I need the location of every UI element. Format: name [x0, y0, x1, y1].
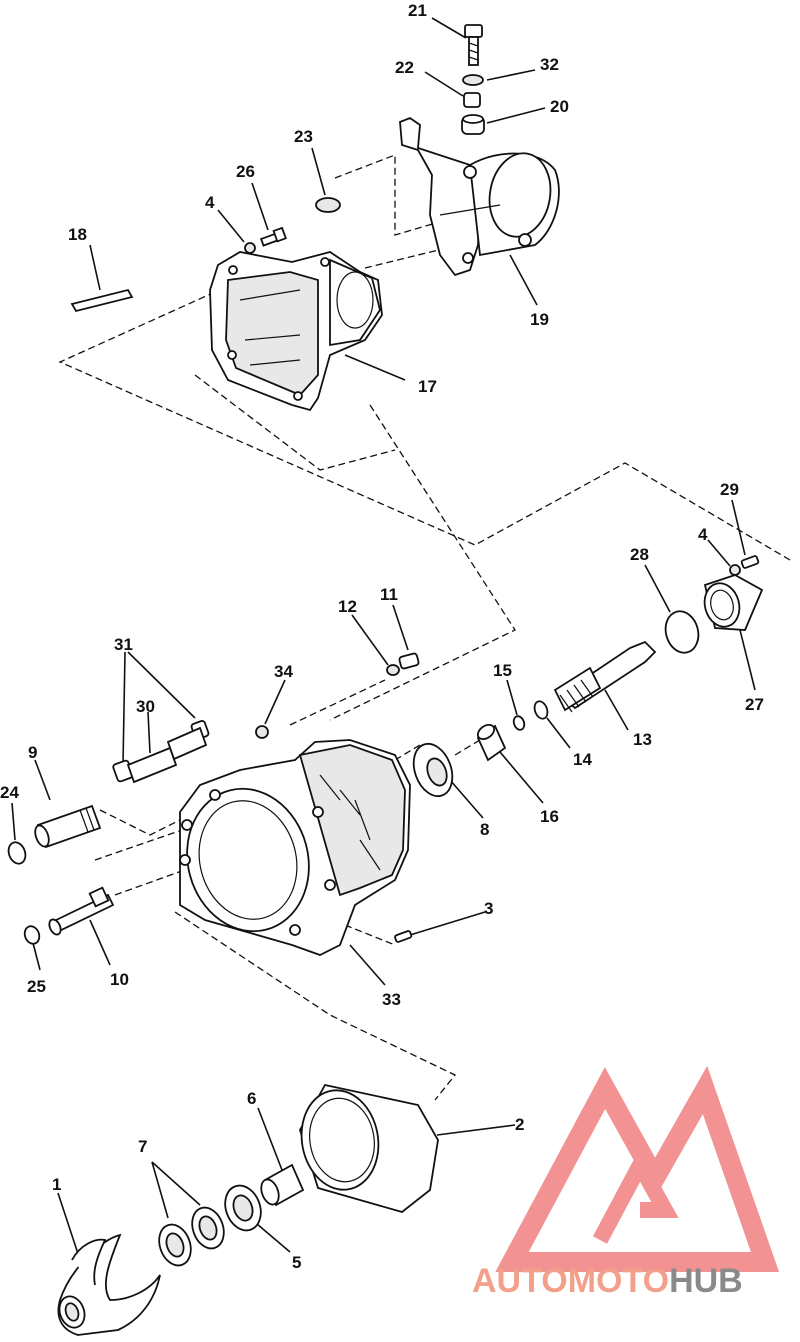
callout-6: 6 — [247, 1089, 256, 1108]
callout-12: 12 — [338, 597, 357, 616]
washer-23 — [315, 197, 341, 213]
watermark-hub: HUB — [669, 1262, 743, 1300]
screw-26 — [259, 226, 287, 247]
washer-12 — [386, 664, 400, 676]
callout-3: 3 — [484, 899, 493, 918]
impeller-shaft-13 — [553, 640, 657, 713]
callout-23: 23 — [294, 127, 313, 146]
reverse-shaft-10 — [48, 886, 115, 936]
callout-2: 2 — [515, 1115, 524, 1134]
steering-cable-9 — [34, 804, 102, 849]
callout-28: 28 — [630, 545, 649, 564]
callout-11: 11 — [380, 585, 398, 604]
plug-11 — [398, 652, 420, 670]
seals-7 — [158, 1206, 225, 1267]
o-ring-24 — [7, 841, 27, 865]
o-ring-25 — [23, 925, 41, 945]
callout-34: 34 — [274, 662, 293, 681]
callout-labels: 21 22 32 20 23 26 4 18 19 17 29 4 28 27 … — [0, 1, 764, 1272]
end-cap-27 — [703, 574, 764, 631]
ring-15 — [512, 715, 526, 731]
screw-29 — [740, 555, 760, 569]
callout-24: 24 — [0, 783, 19, 802]
callout-27: 27 — [745, 695, 764, 714]
callout-4-upper: 4 — [205, 193, 215, 212]
ring-14 — [533, 700, 549, 720]
bearing-5 — [224, 1184, 262, 1232]
callout-15: 15 — [493, 661, 512, 680]
callout-4-right: 4 — [698, 525, 708, 544]
callout-1: 1 — [52, 1175, 61, 1194]
callout-25: 25 — [27, 977, 46, 996]
watermark-text: AUTOMOTOHUB — [472, 1262, 743, 1300]
spacer-22 — [463, 92, 481, 108]
impeller-1 — [57, 1233, 161, 1336]
logo-inner-mark — [592, 1148, 679, 1244]
callout-14: 14 — [573, 750, 592, 769]
bushing-20 — [461, 114, 485, 135]
callout-32: 32 — [540, 55, 559, 74]
callout-16: 16 — [540, 807, 559, 826]
bearing-8 — [412, 742, 454, 798]
callout-26: 26 — [236, 162, 255, 181]
assembly-guide-lines — [58, 154, 791, 1101]
bushing-16 — [476, 723, 507, 762]
venturi-housing-17 — [209, 251, 383, 412]
callout-20: 20 — [550, 97, 569, 116]
bushing-6 — [260, 1163, 305, 1207]
callout-8: 8 — [480, 820, 489, 839]
callout-19: 19 — [530, 310, 549, 329]
callout-13: 13 — [633, 730, 652, 749]
automotohub-logo — [495, 1065, 780, 1272]
logo-triangle-mark — [495, 1065, 780, 1272]
washer-32 — [462, 74, 484, 86]
screw-3 — [394, 930, 413, 943]
washer-4b — [729, 564, 741, 576]
o-ring-28 — [664, 610, 700, 654]
callout-10: 10 — [110, 970, 129, 989]
steering-nozzle-19 — [399, 116, 560, 277]
pump-housing-33 — [179, 739, 411, 956]
callout-31: 31 — [114, 635, 133, 654]
callout-7: 7 — [138, 1137, 147, 1156]
wear-ring-2 — [299, 1083, 439, 1213]
callout-18: 18 — [68, 225, 87, 244]
leader-lines — [11, 17, 756, 1276]
callout-5: 5 — [292, 1253, 301, 1272]
pin-18 — [70, 288, 134, 313]
callout-30: 30 — [136, 697, 155, 716]
callout-33: 33 — [382, 990, 401, 1009]
callout-22: 22 — [395, 58, 414, 77]
callout-21: 21 — [408, 1, 427, 20]
bolt-21 — [464, 24, 483, 66]
grease-fitting-34 — [255, 725, 269, 739]
callout-9: 9 — [28, 743, 37, 762]
hose-30 — [126, 726, 208, 784]
callout-17: 17 — [418, 377, 437, 396]
callout-29: 29 — [720, 480, 739, 499]
washer-4a — [244, 242, 256, 254]
watermark-automoto: AUTOMOTO — [472, 1262, 669, 1300]
